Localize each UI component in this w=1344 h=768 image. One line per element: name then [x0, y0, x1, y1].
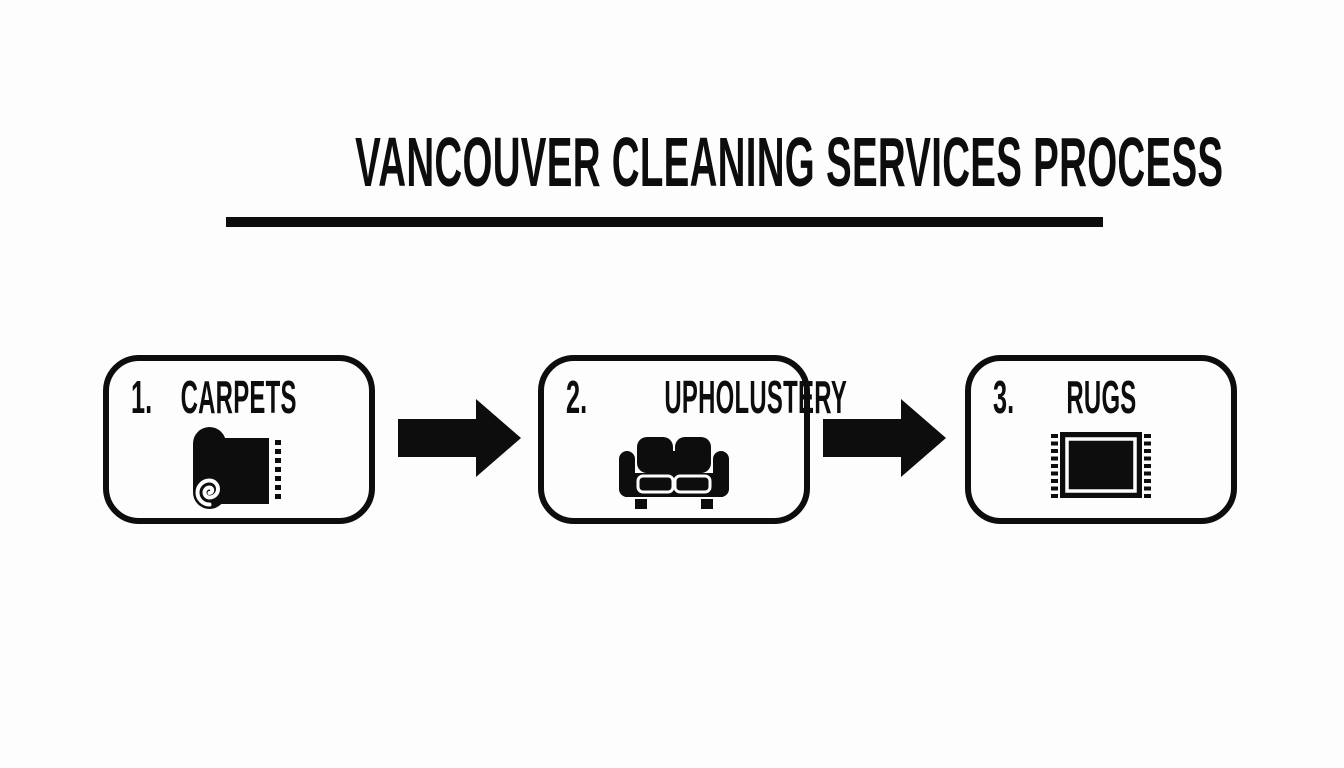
sofa-icon: [619, 437, 729, 511]
step-number: 2.: [566, 371, 588, 423]
step-header: 1. CARPETS: [109, 374, 369, 420]
step-number: 1.: [131, 371, 153, 423]
arrow-right-icon: [823, 399, 946, 477]
step-header: 2. UPHOLUSTERY: [544, 371, 847, 423]
arrow-right-icon: [398, 399, 521, 477]
step-label: RUGS: [1065, 371, 1137, 423]
step-box-carpets: 1. CARPETS: [103, 355, 375, 524]
carpet-roll-icon: [193, 427, 285, 513]
title-underline: [226, 217, 1103, 227]
page-title-text: VANCOUVER CLEANING SERVICES PROCESS: [355, 123, 1224, 201]
step-label: UPHOLUSTERY: [664, 371, 848, 423]
step-header: 3. RUGS: [971, 374, 1231, 420]
page-title: VANCOUVER CLEANING SERVICES PROCESS: [0, 127, 1344, 197]
step-label: CARPETS: [180, 371, 298, 423]
step-number: 3.: [993, 371, 1015, 423]
step-box-upholustery: 2. UPHOLUSTERY: [538, 355, 847, 524]
step-box-rugs: 3. RUGS: [965, 355, 1237, 524]
rug-icon: [1051, 432, 1151, 502]
